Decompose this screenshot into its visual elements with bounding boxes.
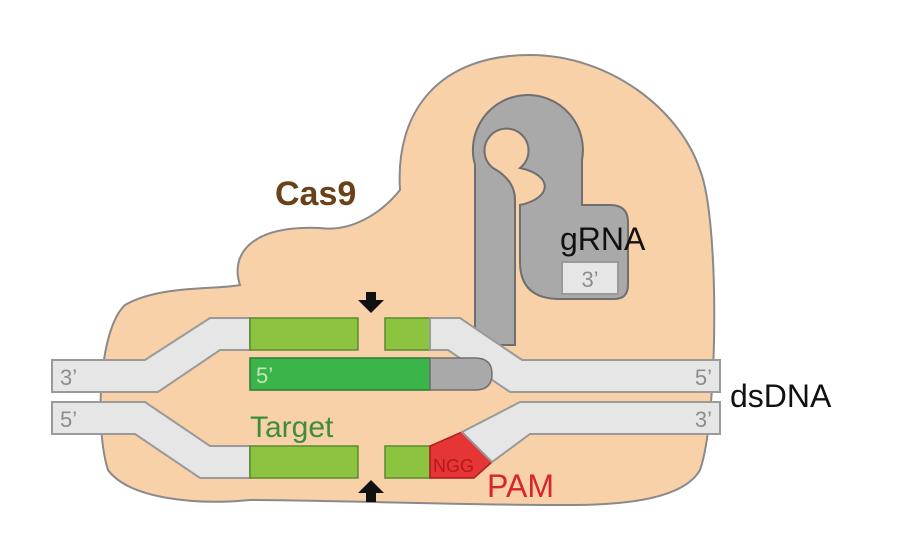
cut-site-arrow-icon <box>358 480 384 502</box>
top-strand-right <box>429 317 721 393</box>
bottom-target-segment-right <box>384 445 431 479</box>
target-label: Target <box>250 411 334 444</box>
top-target-segment-right <box>384 317 431 351</box>
bottom-strand-right <box>460 401 721 464</box>
top-target-segment-left <box>249 317 359 351</box>
grna-spacer <box>249 357 431 391</box>
pam-segment <box>429 431 494 479</box>
grna-3-end-label: 3’ <box>581 267 598 292</box>
grna-label: gRNA <box>560 221 646 257</box>
grna-spacer-tail <box>429 357 493 391</box>
grna-3-end-segment <box>561 261 619 295</box>
top-strand-left-end-label: 3’ <box>60 365 77 390</box>
dsdna-label: dsDNA <box>730 378 832 414</box>
ngg-motif-label: NGG <box>433 456 474 476</box>
cut-site-arrow-icon <box>358 292 384 313</box>
bottom-strand-left-end-label: 5’ <box>60 407 77 432</box>
pam-label: PAM <box>487 468 554 504</box>
bottom-strand-right-end-label: 3’ <box>695 407 712 432</box>
top-strand-right-end-label: 5’ <box>695 365 712 390</box>
bottom-target-segment-left <box>249 445 359 479</box>
cas9-label: Cas9 <box>275 175 356 213</box>
spacer-5-end-label: 5’ <box>256 363 273 388</box>
